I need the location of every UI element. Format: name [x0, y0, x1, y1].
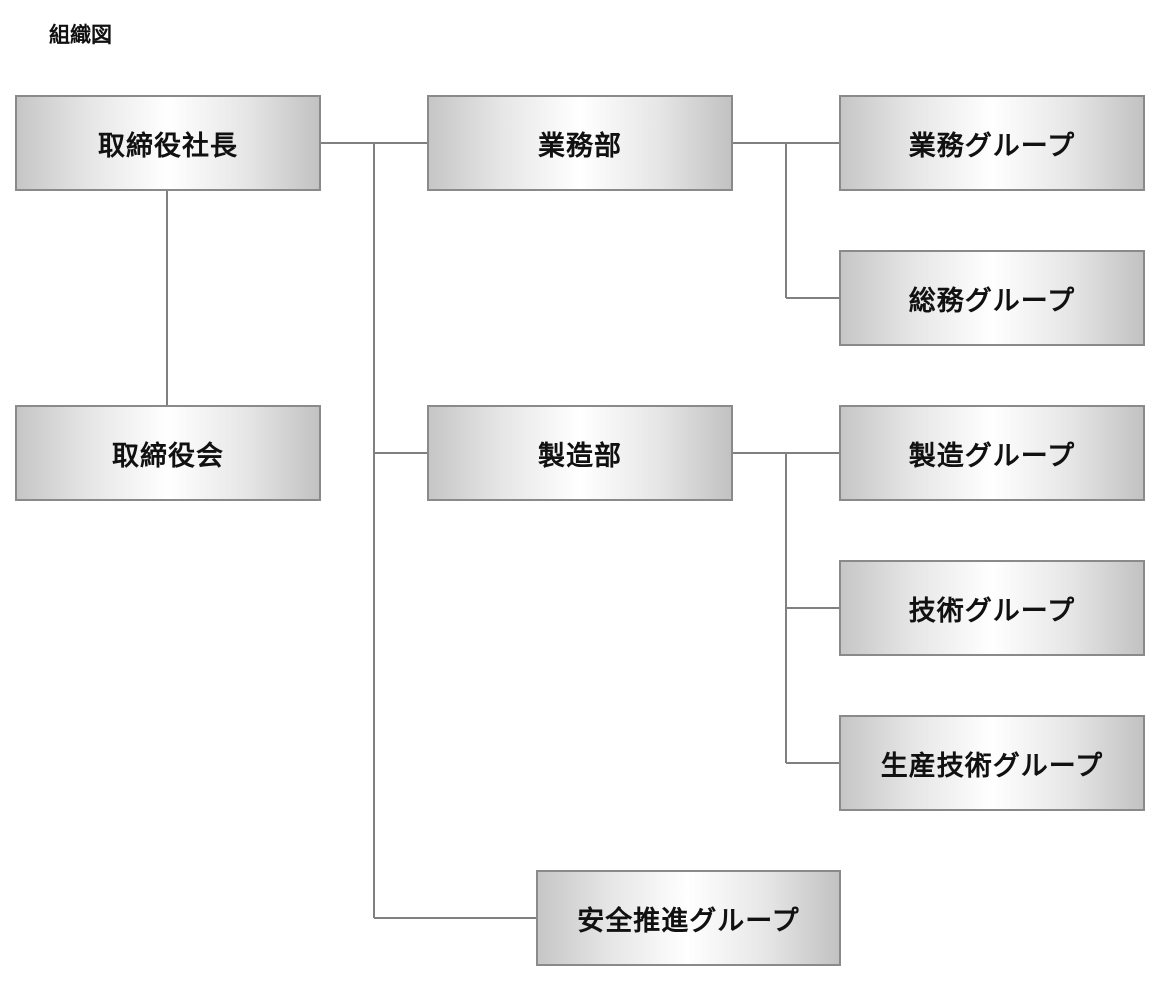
node-label: 生産技術グループ — [880, 750, 1104, 782]
node-label: 取締役会 — [112, 440, 224, 472]
page-title: 組織図 — [49, 23, 112, 47]
node-label: 技術グループ — [908, 595, 1076, 627]
node-label: 製造グループ — [908, 440, 1076, 472]
node-label: 業務部 — [538, 130, 622, 162]
node-label: 業務グループ — [908, 130, 1076, 162]
node-production-tech-group: 生産技術グループ — [839, 715, 1145, 811]
node-president: 取締役社長 — [15, 95, 321, 191]
node-safety-group: 安全推進グループ — [536, 870, 841, 966]
node-business-dept: 業務部 — [427, 95, 733, 191]
node-technology-group: 技術グループ — [839, 560, 1145, 656]
node-general-affairs-group: 総務グループ — [839, 250, 1145, 346]
node-label: 取締役社長 — [98, 130, 238, 162]
node-manufacturing-dept: 製造部 — [427, 405, 733, 501]
node-label: 製造部 — [538, 440, 622, 472]
node-label: 安全推進グループ — [577, 905, 800, 937]
node-manufacturing-group: 製造グループ — [839, 405, 1145, 501]
node-business-group: 業務グループ — [839, 95, 1145, 191]
node-board: 取締役会 — [15, 405, 321, 501]
node-label: 総務グループ — [908, 285, 1076, 317]
